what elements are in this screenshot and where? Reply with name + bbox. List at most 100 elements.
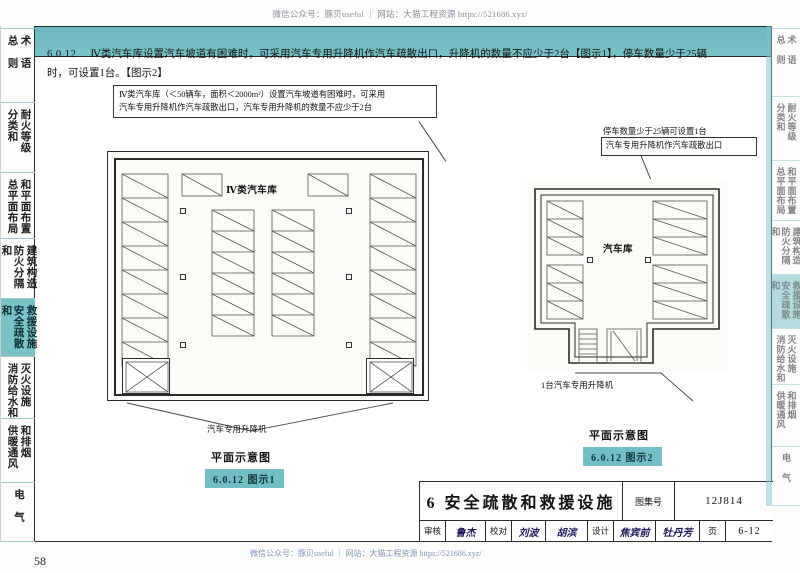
sidebar-tab-1[interactable]: 术 语总 则 (1, 28, 35, 102)
figure-left-parking-hatch (121, 173, 417, 367)
sidebar-tab-8[interactable]: 电 气 (772, 446, 800, 506)
sign-value-review: 鲁杰 (446, 521, 486, 541)
column-marker (645, 257, 651, 263)
sign-key-check: 校对 (486, 521, 512, 541)
title-block-atlas-value: 12J814 (705, 495, 743, 507)
column-marker (180, 342, 186, 348)
sidebar-tab-8-line-1: 电 气 (781, 453, 791, 483)
column-marker (346, 274, 352, 280)
sidebar-tab-6[interactable]: 灭火设施消防给水和 (772, 328, 800, 384)
sidebar-tab-3-line-2: 总平面布局 (6, 179, 18, 234)
watermark-top: 微信公众号：豚贝useful ｜ 网站：大猫工程资源 https://52168… (272, 9, 528, 19)
sidebar-tab-6[interactable]: 灭火设施消防给水和 (1, 356, 35, 418)
figure-left-callout: Ⅳ类汽车库（＜50辆车，面积＜2000m²）设置汽车坡道有困难时，可采用 汽车专… (113, 85, 437, 118)
sidebar-tab-2-line-1: 耐火等级 (19, 109, 31, 153)
sidebar-tab-4-line-1: 建筑构造 (25, 245, 37, 289)
figure-left-plan-inner: Ⅳ类汽车库 (108, 152, 428, 400)
sidebar-tab-5-line-1: 救援设施 (791, 281, 800, 319)
sidebar-tab-5[interactable]: 救援设施安全疏散和 (0, 298, 37, 356)
sidebar-tab-5-line-1: 救援设施 (25, 305, 37, 349)
title-block-title: 6 安全疏散和救援设施 (420, 482, 623, 520)
sidebar-tab-7[interactable]: 和排烟供暖通风 (1, 418, 35, 482)
figure-right-room-label: 汽车库 (603, 245, 634, 255)
sidebar-tab-7[interactable]: 和排烟供暖通风 (772, 384, 800, 446)
sidebar-tab-1-line-2: 总 则 (6, 35, 18, 69)
clause-number: 6.0.12 (47, 49, 77, 60)
sidebar-tab-rail: 术 语总 则耐火等级分类和和平面布置总平面布局建筑构造防火分隔和救援设施安全疏散… (0, 26, 37, 542)
figure-left-leader-label: 汽车专用升降机 (207, 424, 267, 434)
wall-right (422, 158, 424, 396)
sidebar-tab-3-line-1: 和平面布置 (19, 179, 31, 234)
column-marker (180, 208, 186, 214)
sidebar-tab-6-line-1: 灭火设施 (786, 335, 797, 373)
sign-key-design: 设计 (588, 521, 614, 541)
figure-right-tag: 6.0.12 图示2 (583, 447, 662, 466)
title-block: 6 安全疏散和救援设施 图集号 12J814 审核 鲁杰 校对 刘波 胡滨 设计… (419, 481, 773, 541)
figure-right-callout-1: 停车数量少于25辆可设置1台 (603, 127, 707, 136)
sidebar-tab-3[interactable]: 和平面布置总平面布局 (1, 172, 35, 238)
sidebar-tab-5-line-2: 安全疏散和 (772, 281, 791, 319)
figure-canvas: Ⅳ类汽车库（＜50辆车，面积＜2000m²）设置汽车坡道有困难时，可采用 汽车专… (41, 83, 767, 488)
sign-value-approve: 牡丹芳 (656, 521, 700, 541)
sidebar-tab-1[interactable]: 术 语总 则 (772, 28, 800, 96)
wall-bottom (114, 394, 424, 396)
figure-left-title: 平面示意图 (211, 452, 271, 464)
sidebar-tab-2-line-2: 分类和 (775, 103, 786, 132)
sidebar-tab-8[interactable]: 电 气 (1, 482, 35, 542)
sign-key-review: 审核 (420, 521, 446, 541)
sidebar-tab-6-line-2: 消防给水和 (6, 363, 18, 418)
clause-body: Ⅳ类汽车库设置汽车坡道有困难时，可采用汽车专用升降机作汽车疏散出口，升降机的数量… (47, 49, 707, 79)
sidebar-tab-4-line-2: 防火分隔和 (0, 245, 24, 289)
sidebar-tab-4-line-1: 建筑构造 (791, 227, 800, 265)
sidebar-tab-7-line-1: 和排烟 (786, 391, 797, 420)
sign-value-extra: 胡滨 (546, 521, 588, 541)
title-block-atlas-key: 图集号 (623, 482, 675, 520)
figure-right-leader-label: 1台汽车专用升降机 (541, 380, 614, 390)
sidebar-tab-5-line-2: 安全疏散和 (0, 305, 24, 349)
title-block-signature-row: 审核 鲁杰 校对 刘波 胡滨 设计 焦宾前 牡丹芳 页 6-12 (420, 520, 773, 541)
header-teal-band (35, 27, 771, 57)
sidebar-right-edge (766, 26, 772, 506)
sidebar-tab-4[interactable]: 建筑构造防火分隔和 (772, 220, 800, 274)
figure-left-plan: Ⅳ类汽车库 (107, 151, 429, 401)
sidebar-tab-3-line-1: 和平面布置 (786, 167, 797, 215)
column-marker (180, 274, 186, 280)
car-lift-right (366, 358, 414, 394)
sidebar-tab-7-line-2: 供暖通风 (775, 391, 786, 429)
figure-right-plan-geometry (534, 188, 720, 364)
car-lift-left (122, 358, 170, 394)
sign-value-design: 焦宾前 (614, 521, 656, 541)
sidebar-tab-1-line-2: 总 则 (775, 35, 786, 65)
column-marker (346, 208, 352, 214)
sidebar-tab-7-line-1: 和排烟 (19, 425, 31, 458)
sidebar-tab-3[interactable]: 和平面布置总平面布局 (772, 160, 800, 220)
watermark-bottom: 微信公众号：豚贝useful ｜ 网站：大猫工程资源 https://52168… (250, 549, 482, 558)
sidebar-tab-7-line-2: 供暖通风 (6, 425, 18, 469)
column-marker (346, 342, 352, 348)
sidebar-tab-6-line-2: 消防给水和 (775, 335, 786, 383)
figure-left-room-label: Ⅳ类汽车库 (226, 186, 278, 196)
sidebar-tab-2[interactable]: 耐火等级分类和 (1, 102, 35, 172)
figure-left-leader-lines (126, 402, 394, 432)
sidebar-tab-4[interactable]: 建筑构造防火分隔和 (0, 238, 37, 298)
figure-right-plan: 汽车库 (527, 179, 727, 371)
sidebar-tab-6-line-1: 灭火设施 (19, 363, 31, 407)
sidebar-tab-3-line-2: 总平面布局 (775, 167, 786, 215)
title-block-page-value: 6-12 (738, 525, 761, 537)
title-block-main: 6 安全疏散和救援设施 图集号 12J814 (420, 482, 773, 520)
wall-top (114, 158, 424, 160)
sidebar-tab-2[interactable]: 耐火等级分类和 (772, 96, 800, 160)
figure-left-tag: 6.0.12 图示1 (205, 469, 284, 488)
sidebar-tab-1-line-1: 术 语 (19, 35, 31, 69)
column-marker (587, 257, 593, 263)
sidebar-tab-2-line-2: 分类和 (6, 109, 18, 142)
sidebar-tab-1-line-1: 术 语 (786, 35, 797, 65)
sidebar-tab-4-line-2: 防火分隔和 (772, 227, 791, 265)
page-number: 58 (34, 554, 46, 568)
figure-right-callout-2: 汽车专用升降机作汽车疏散出口 (601, 137, 757, 156)
sidebar-tab-8-line-1: 电 气 (13, 489, 24, 523)
sidebar-tab-5[interactable]: 救援设施安全疏散和 (772, 274, 800, 328)
